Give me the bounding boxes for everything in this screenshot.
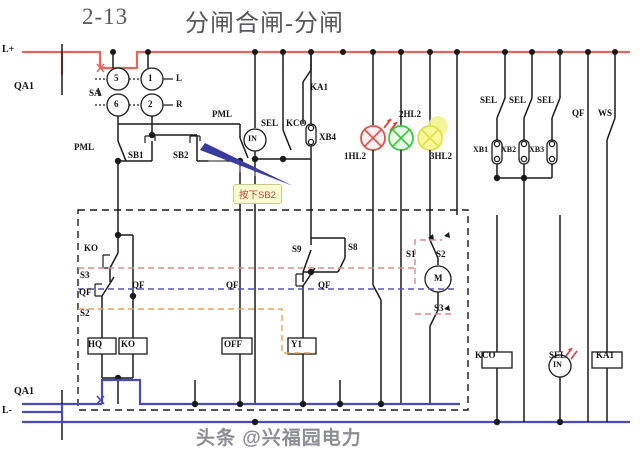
label-qf-b: QF — [79, 287, 92, 297]
label-sel-1: SEL — [480, 95, 498, 105]
label-y1-coil: Y1 — [291, 339, 302, 349]
label-qa1-top: QA1 — [14, 81, 34, 92]
rotary-switch-sa[interactable] — [95, 52, 173, 135]
negative-bus — [22, 378, 630, 440]
label-pml-left: PML — [74, 142, 94, 152]
label-qf-a: QF — [132, 280, 145, 290]
label-l-negative: L- — [2, 405, 12, 416]
label-sel-3: SEL — [537, 95, 555, 105]
label-sa: SA — [89, 88, 101, 98]
lamp-2hl2 — [388, 52, 414, 215]
label-hq-coil: HQ — [88, 339, 103, 349]
kco-contact-branch[interactable] — [279, 52, 311, 163]
label-qf-c: QF — [226, 280, 239, 290]
label-2hl2: 2HL2 — [399, 109, 422, 119]
label-s3-a: S3 — [80, 270, 90, 280]
label-xb4: XB4 — [319, 132, 337, 142]
label-xb3: XB3 — [529, 145, 545, 154]
label-motor: M — [434, 273, 443, 283]
s9-s8-qf-y1-branch[interactable] — [287, 215, 346, 404]
sel-xb-group[interactable] — [491, 52, 561, 215]
bottom-coil-ka1 — [591, 215, 623, 422]
label-in-lamp: IN — [248, 134, 257, 143]
label-s2-a: S2 — [80, 308, 90, 318]
label-off-coil: OFF — [224, 339, 242, 349]
label-s1: S1 — [406, 249, 416, 259]
inner-panel-boundary — [77, 209, 469, 411]
bottom-sel-in-lamp — [548, 215, 578, 422]
ko-s3-qf-s2-branch[interactable] — [87, 215, 148, 404]
off-branch — [221, 215, 253, 404]
highlight-traces — [78, 239, 455, 354]
spare-columns-bottom — [523, 215, 589, 422]
sa-contact-5: 5 — [114, 73, 119, 83]
sa-contact-6: 6 — [114, 99, 119, 109]
label-pml-right: PML — [212, 109, 232, 119]
sa-contact-2: 2 — [148, 99, 153, 109]
label-ws: WS — [598, 108, 613, 118]
label-ka1-top: KA1 — [310, 82, 328, 92]
qf-ws-branch[interactable] — [587, 52, 616, 215]
label-sel-2: SEL — [509, 95, 527, 105]
label-kco: KCO — [286, 118, 307, 128]
lamp-1hl2 — [360, 52, 398, 215]
s1-s2-motor-branch[interactable] — [372, 215, 452, 404]
control-pushbutton-row — [114, 123, 249, 215]
label-qa1-bottom: QA1 — [14, 386, 34, 397]
label-xb1: XB1 — [473, 145, 489, 154]
label-1hl2: 1HL2 — [344, 151, 367, 161]
sa-position-r: R — [176, 99, 183, 109]
label-sel-bottom: SEL — [549, 350, 567, 360]
bottom-coil-kco — [481, 215, 513, 422]
lamp-3hl2 — [417, 52, 448, 215]
sa-position-l: L — [176, 73, 183, 83]
label-3hl2: 3HL2 — [430, 151, 453, 161]
label-kco-coil: KCO — [475, 350, 496, 360]
page-title-text: 分闸合闸-分闸 — [185, 11, 344, 37]
label-l-positive: L+ — [2, 44, 15, 55]
label-qf-top: QF — [572, 108, 585, 118]
tooltip-press-sb2: 按下SB2 — [233, 184, 282, 204]
label-s3-b: S3 — [434, 303, 444, 313]
label-qf-d: QF — [318, 280, 331, 290]
label-ko-coil: KO — [121, 339, 136, 349]
label-in-bottom: IN — [553, 360, 562, 369]
label-sb1: SB1 — [128, 150, 144, 160]
label-ko-contact: KO — [84, 243, 99, 253]
watermark-text: 头条 @兴福园电力 — [196, 428, 362, 449]
label-s8: S8 — [348, 242, 358, 252]
mouse-cursor — [200, 143, 293, 186]
label-sel-in: SEL — [261, 118, 279, 128]
sa-contact-1: 1 — [148, 73, 153, 83]
label-s2-b: S2 — [436, 249, 446, 259]
label-ka1-coil: KA1 — [596, 350, 614, 360]
label-s9: S9 — [292, 244, 302, 254]
label-sb2: SB2 — [173, 150, 189, 160]
ka1-contact-branch[interactable] — [302, 52, 312, 124]
label-xb2: XB2 — [501, 145, 517, 154]
breaker-mark-top — [96, 63, 105, 73]
page-title-number: 2-13 — [82, 4, 129, 29]
